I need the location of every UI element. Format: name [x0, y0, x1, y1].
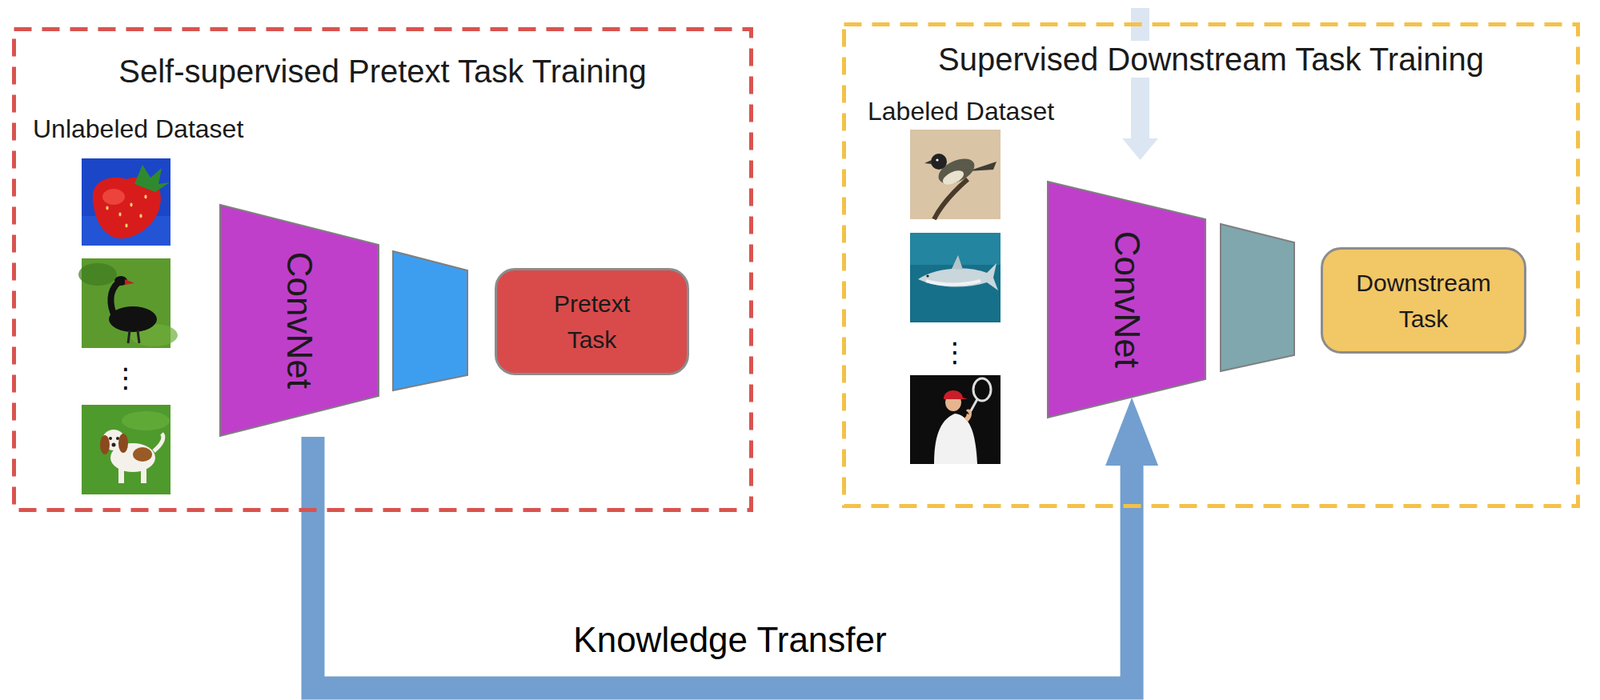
edge-label: Knowledge Transfer	[573, 620, 887, 661]
rounded-box	[1320, 247, 1527, 354]
bird-photo-part	[910, 129, 1001, 220]
tennis-photo	[910, 375, 1001, 465]
label-holder: ⋮	[941, 338, 969, 366]
arrow-head	[1105, 397, 1159, 466]
dog-photo-part	[118, 433, 129, 454]
dataset-heading: Labeled Dataset	[867, 96, 1055, 127]
shark-photo-part	[926, 280, 981, 285]
encoder-label: ConvNet	[1106, 231, 1147, 369]
dog-photo-part	[140, 465, 147, 484]
pretext-stage-panel: Self-supervised Pretext Task TrainingUnl…	[12, 27, 754, 513]
incoming-arrow-part	[1122, 138, 1159, 161]
panel-title: Self-supervised Pretext Task Training	[118, 52, 647, 90]
bird-photo-part	[930, 153, 947, 170]
tennis-photo-part	[973, 378, 991, 402]
dashed-panel-border-part	[14, 29, 752, 511]
tennis-photo-part	[910, 375, 1001, 465]
strawberry-photo-part	[134, 164, 170, 193]
strawberry-photo-part	[81, 158, 171, 246]
dog-photo-part	[121, 411, 170, 431]
ellipsis-mark: ⋮	[112, 364, 140, 392]
convnet-encoder: ConvNet	[219, 204, 380, 438]
dog-photo	[81, 405, 171, 495]
label-holder: ⋮	[112, 364, 140, 392]
ellipsis-mark: ⋮	[941, 338, 969, 366]
swan-photo-part	[128, 330, 130, 344]
dashed-panel-border-part	[844, 24, 1579, 507]
swan-photo-part	[137, 330, 140, 344]
downstream-head	[1220, 224, 1295, 372]
network-trapezoid-part	[220, 204, 379, 437]
pretext-task-box: Pretext Task	[494, 268, 690, 376]
shark-photo-part	[926, 274, 929, 277]
task-label: Pretext Task	[536, 285, 649, 358]
tennis-photo-part	[934, 413, 978, 465]
bird-photo-part	[935, 158, 939, 161]
encoder-label: ConvNet	[279, 252, 321, 389]
strawberry-photo-part	[144, 195, 147, 200]
rounded-box-part	[1322, 248, 1526, 353]
panel-title: Supervised Downstream Task Training	[934, 40, 1488, 78]
strawberry-photo-part	[124, 224, 128, 229]
strawberry-photo-part	[129, 203, 133, 208]
swan-photo-part	[108, 306, 157, 333]
shark-photo-part	[910, 232, 1001, 323]
convnet-encoder: ConvNet	[1046, 180, 1207, 419]
bird-photo	[910, 129, 1001, 220]
strawberry-photo-part	[102, 188, 125, 205]
shark-photo-part	[951, 255, 963, 270]
shark-photo-part	[910, 232, 1001, 265]
rounded-box	[494, 268, 690, 376]
swan-photo-part	[110, 282, 119, 318]
tennis-photo-part	[943, 390, 968, 400]
transfer-line	[312, 437, 1132, 689]
dog-photo-part	[108, 437, 113, 441]
strawberry-photo-part	[105, 206, 109, 211]
transfer-arrow	[312, 397, 1159, 689]
incoming-arrow	[1122, 8, 1159, 161]
edge-label-holder: Knowledge Transfer	[573, 620, 887, 661]
swan-photo-part	[78, 263, 117, 286]
downstream-stage-panel: Supervised Downstream Task TrainingLabel…	[842, 22, 1580, 509]
tennis-photo-part	[966, 412, 970, 421]
bird-photo-part	[940, 168, 966, 189]
strawberry-photo	[81, 158, 171, 246]
dog-photo-part	[118, 465, 125, 484]
swan-photo-part	[124, 279, 135, 285]
rounded-box-part	[496, 269, 689, 375]
dog-photo-part	[81, 405, 171, 495]
dataset-heading: Unlabeled Dataset	[32, 114, 244, 145]
dog-photo-part	[100, 435, 110, 455]
strawberry-photo-part	[118, 212, 121, 217]
shark-photo	[910, 232, 1001, 323]
bird-photo-part	[924, 160, 932, 165]
strawberry-photo-part	[139, 214, 142, 219]
dog-photo-part	[153, 433, 164, 452]
dog-photo-part	[112, 443, 117, 448]
network-trapezoid-part	[1047, 181, 1206, 418]
bird-photo-part	[934, 179, 968, 220]
dog-photo-part	[132, 447, 153, 462]
swan-photo	[78, 258, 178, 349]
dog-photo-part	[116, 437, 120, 441]
pretext-head	[392, 251, 468, 391]
task-label: Downstream Task	[1347, 264, 1500, 337]
downstream-task-box: Downstream Task	[1320, 247, 1527, 354]
